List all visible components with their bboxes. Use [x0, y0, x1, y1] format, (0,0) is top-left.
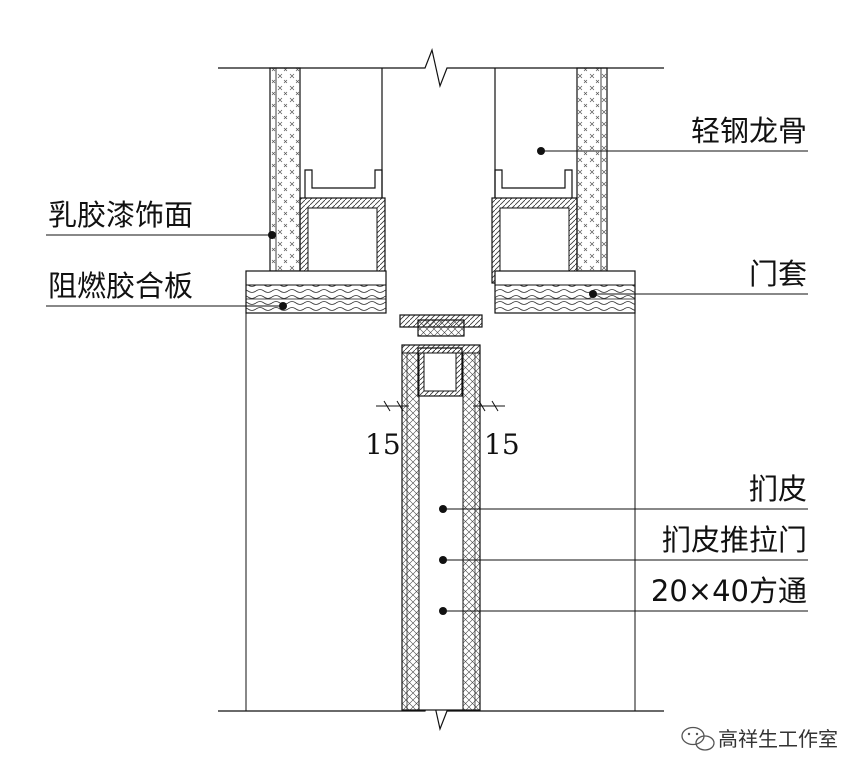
label-latex-paint-finish: 乳胶漆饰面 [48, 198, 193, 232]
leader-plywood [46, 302, 287, 310]
label-leather-upholstery: 扪皮 [749, 472, 807, 506]
wall-outline [245, 313, 636, 711]
wechat-icon [681, 726, 715, 751]
top-break-line [218, 47, 664, 89]
dimension-right-value: 15 [484, 428, 520, 461]
right-square-tube [491, 197, 578, 284]
left-door-casing-plywood [245, 270, 387, 314]
left-light-steel-stud [304, 169, 383, 198]
label-leather-sliding-door: 扪皮推拉门 [662, 523, 807, 557]
sliding-track [399, 314, 483, 337]
leader-finish [46, 231, 276, 239]
leader-leather-door [439, 556, 808, 564]
leader-leather [439, 505, 808, 513]
right-wall-finish [576, 67, 608, 272]
leader-tube [439, 607, 808, 615]
label-light-steel-stud: 轻钢龙骨 [691, 114, 807, 148]
sliding-door-leaf [401, 344, 481, 711]
leader-door-casing [589, 290, 808, 298]
door-top-square-tube [417, 347, 463, 397]
bottom-break-line [218, 690, 664, 732]
dimension-left [376, 400, 409, 412]
label-square-tube: 20×40方通 [651, 574, 807, 608]
label-door-casing: 门套 [749, 257, 807, 291]
dimension-left-value: 15 [365, 428, 401, 461]
label-fire-retardant-plywood: 阻燃胶合板 [48, 269, 193, 303]
right-door-casing-plywood [494, 270, 636, 314]
left-wall-finish [269, 67, 301, 272]
left-square-tube [299, 197, 386, 284]
dimension-right [473, 400, 505, 412]
right-light-steel-stud [494, 169, 573, 198]
watermark-text: 高祥生工作室 [718, 727, 838, 751]
leader-stud [537, 147, 808, 155]
